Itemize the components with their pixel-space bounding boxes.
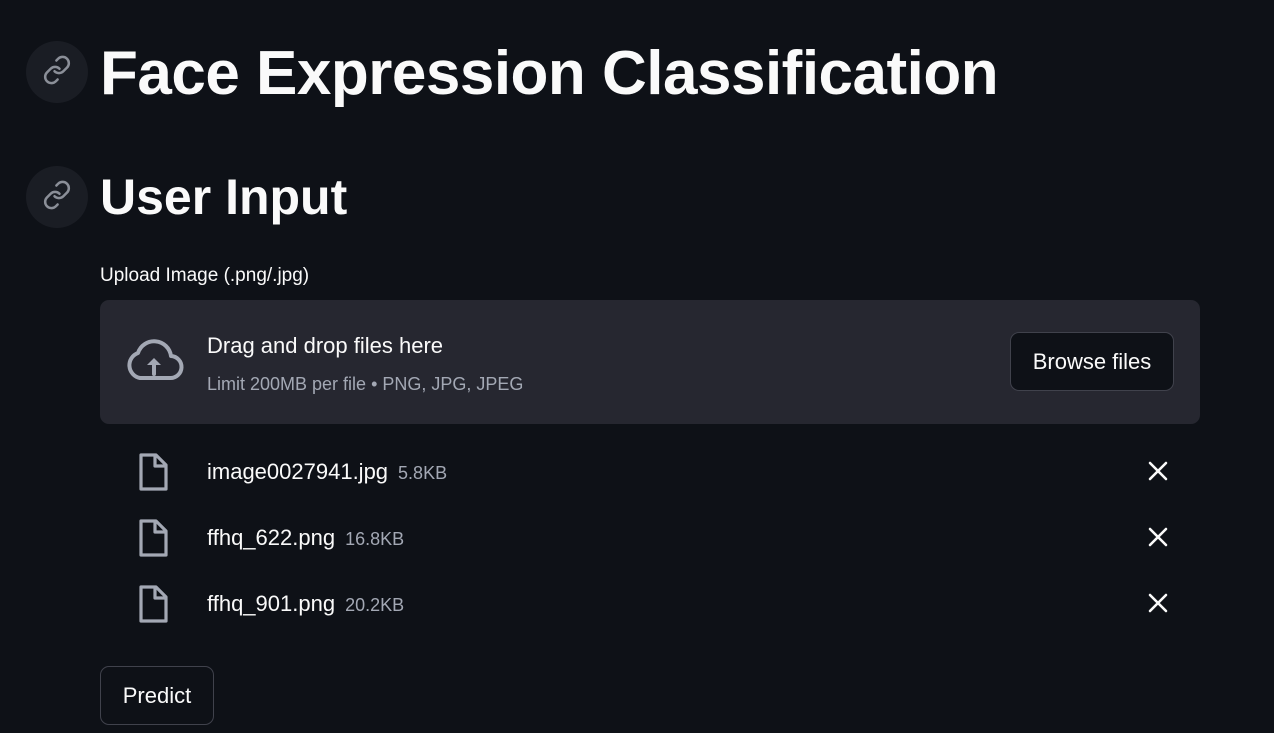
browse-files-button[interactable]: Browse files xyxy=(1010,332,1174,391)
file-list-item: ffhq_622.png 16.8KB xyxy=(100,513,1200,563)
close-icon xyxy=(1147,460,1169,487)
file-name: ffhq_901.png xyxy=(207,591,336,616)
remove-file-button[interactable] xyxy=(1142,523,1174,555)
remove-file-button[interactable] xyxy=(1142,589,1174,621)
file-size: 5.8KB xyxy=(398,463,448,483)
upload-label: Upload Image (.png/.jpg) xyxy=(100,265,310,286)
page-title: Face Expression Classification xyxy=(100,39,999,108)
section-title: User Input xyxy=(100,169,348,225)
link-icon xyxy=(42,55,72,90)
remove-file-button[interactable] xyxy=(1142,457,1174,489)
link-icon xyxy=(42,180,72,215)
file-list-item: image0027941.jpg 5.8KB xyxy=(100,447,1200,497)
dropzone-title: Drag and drop files here xyxy=(207,333,444,358)
close-icon xyxy=(1147,526,1169,553)
title-anchor-link[interactable] xyxy=(26,41,88,103)
predict-button[interactable]: Predict xyxy=(100,666,214,725)
file-list-item: ffhq_901.png 20.2KB xyxy=(100,579,1200,629)
file-icon xyxy=(136,518,170,558)
close-icon xyxy=(1147,592,1169,619)
file-size: 16.8KB xyxy=(345,529,405,549)
file-name: image0027941.jpg xyxy=(207,459,389,484)
section-anchor-link[interactable] xyxy=(26,166,88,228)
cloud-upload-icon xyxy=(124,338,184,386)
file-icon xyxy=(136,584,170,624)
file-size: 20.2KB xyxy=(345,595,405,615)
file-icon xyxy=(136,452,170,492)
dropzone-limit-text: Limit 200MB per file • PNG, JPG, JPEG xyxy=(207,374,524,394)
file-name: ffhq_622.png xyxy=(207,525,336,550)
file-dropzone[interactable]: Drag and drop files here Limit 200MB per… xyxy=(100,300,1200,424)
